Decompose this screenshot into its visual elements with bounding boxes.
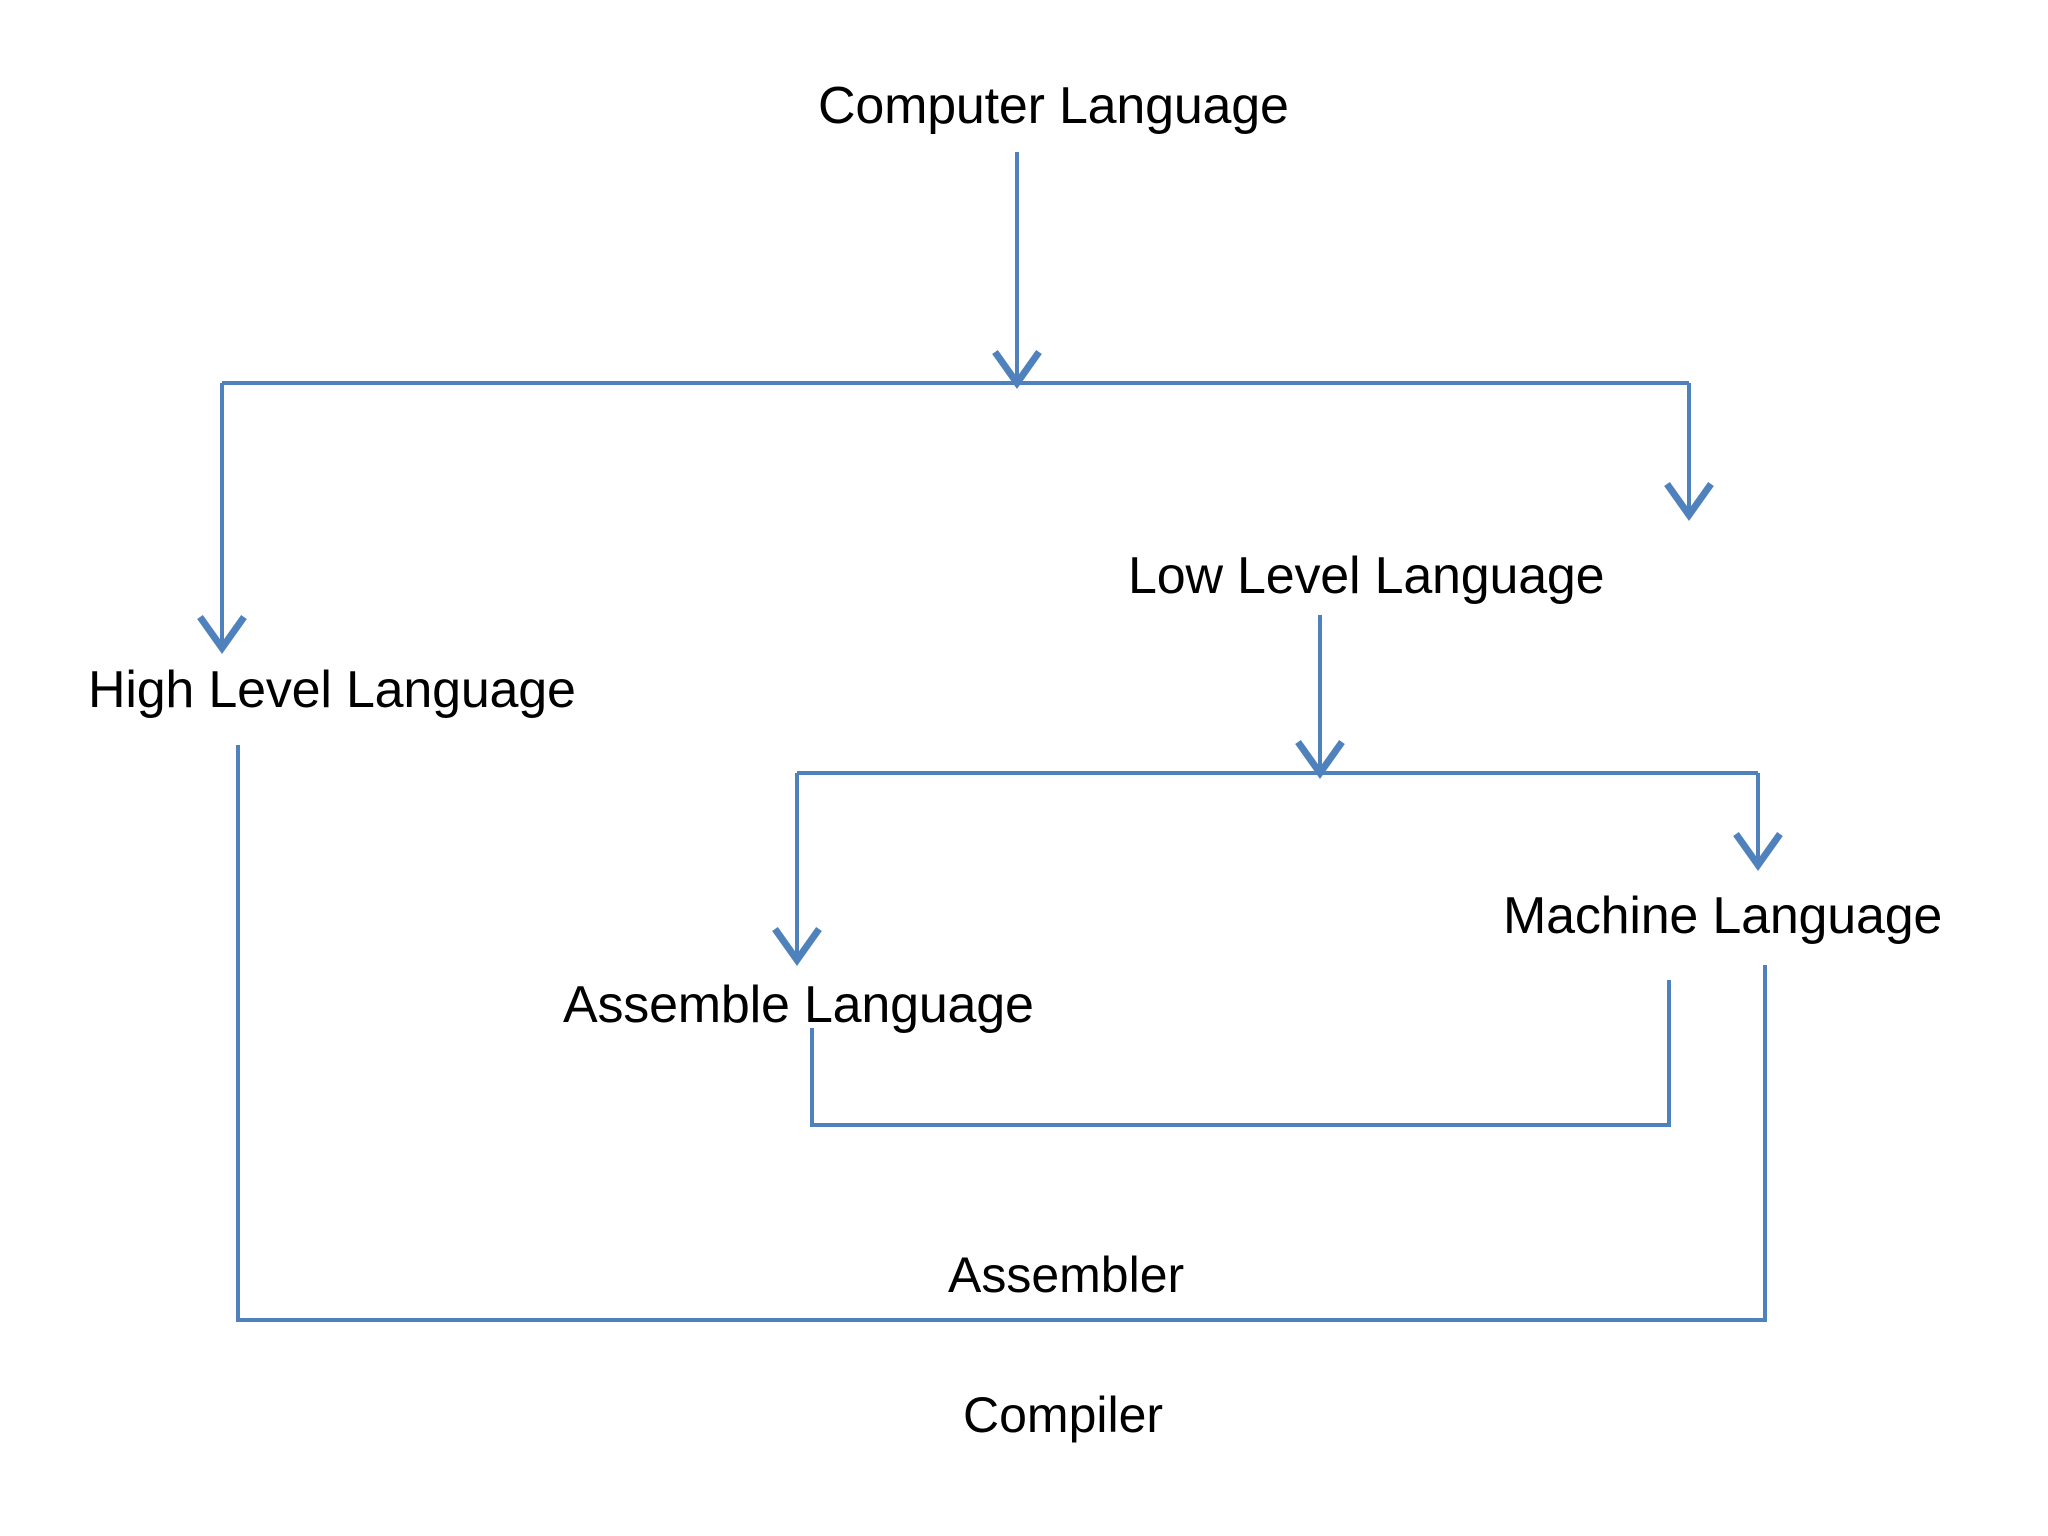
- node-low-level-language[interactable]: Low Level Language: [1128, 547, 1605, 605]
- edge-label-compiler: Compiler: [963, 1387, 1164, 1443]
- arrowhead-machine-down: [1733, 831, 1783, 872]
- node-machine-language[interactable]: Machine Language: [1503, 887, 1943, 945]
- node-high-level-language[interactable]: High Level Language: [88, 661, 576, 719]
- node-assemble-language[interactable]: Assemble Language: [563, 976, 1034, 1034]
- edge-label-assembler: Assembler: [948, 1247, 1185, 1303]
- arrowhead-low-down: [1664, 481, 1714, 522]
- edge-compiler-loop: [236, 745, 1767, 1322]
- arrowhead-assemble-down: [772, 926, 822, 967]
- node-computer-language[interactable]: Computer Language: [818, 77, 1289, 135]
- arrowhead-high-down: [197, 614, 247, 655]
- edge-assembler-loop: [810, 980, 1671, 1127]
